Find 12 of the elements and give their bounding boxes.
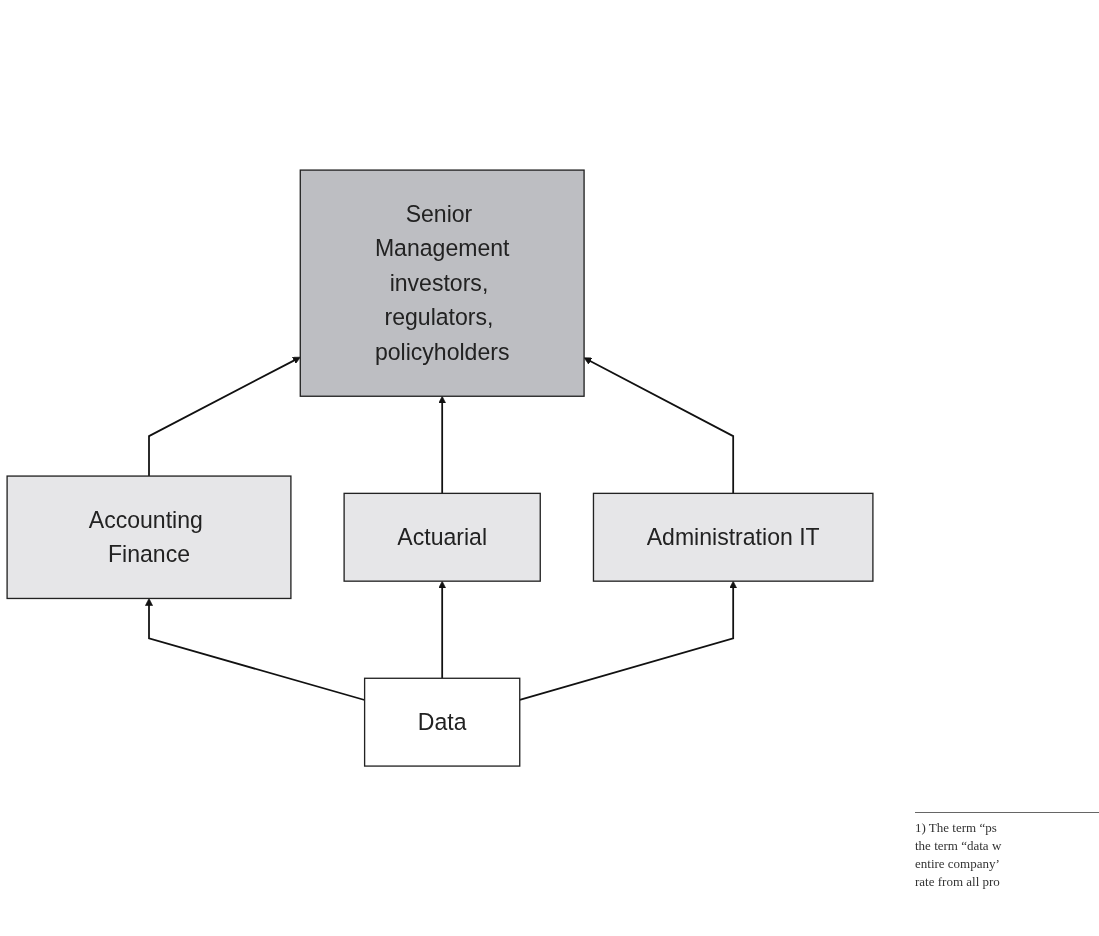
footnote-text: rate from all pro: [915, 873, 1001, 891]
footnote-text: the term “data w: [915, 837, 1003, 855]
node-box: Actuarial: [343, 492, 541, 582]
node-box: Senior Management investors, regulators, policyholders: [299, 169, 585, 397]
arrow: [148, 356, 301, 477]
arrow: [438, 580, 447, 680]
footnote-text: entire company’: [915, 855, 1001, 873]
node-box: Accounting Finance: [6, 475, 292, 600]
footnote-text: 1) The term “ps: [915, 819, 998, 837]
node-box: Data: [363, 677, 521, 767]
node-box: Administration IT: [592, 492, 874, 582]
arrow: [438, 395, 447, 495]
